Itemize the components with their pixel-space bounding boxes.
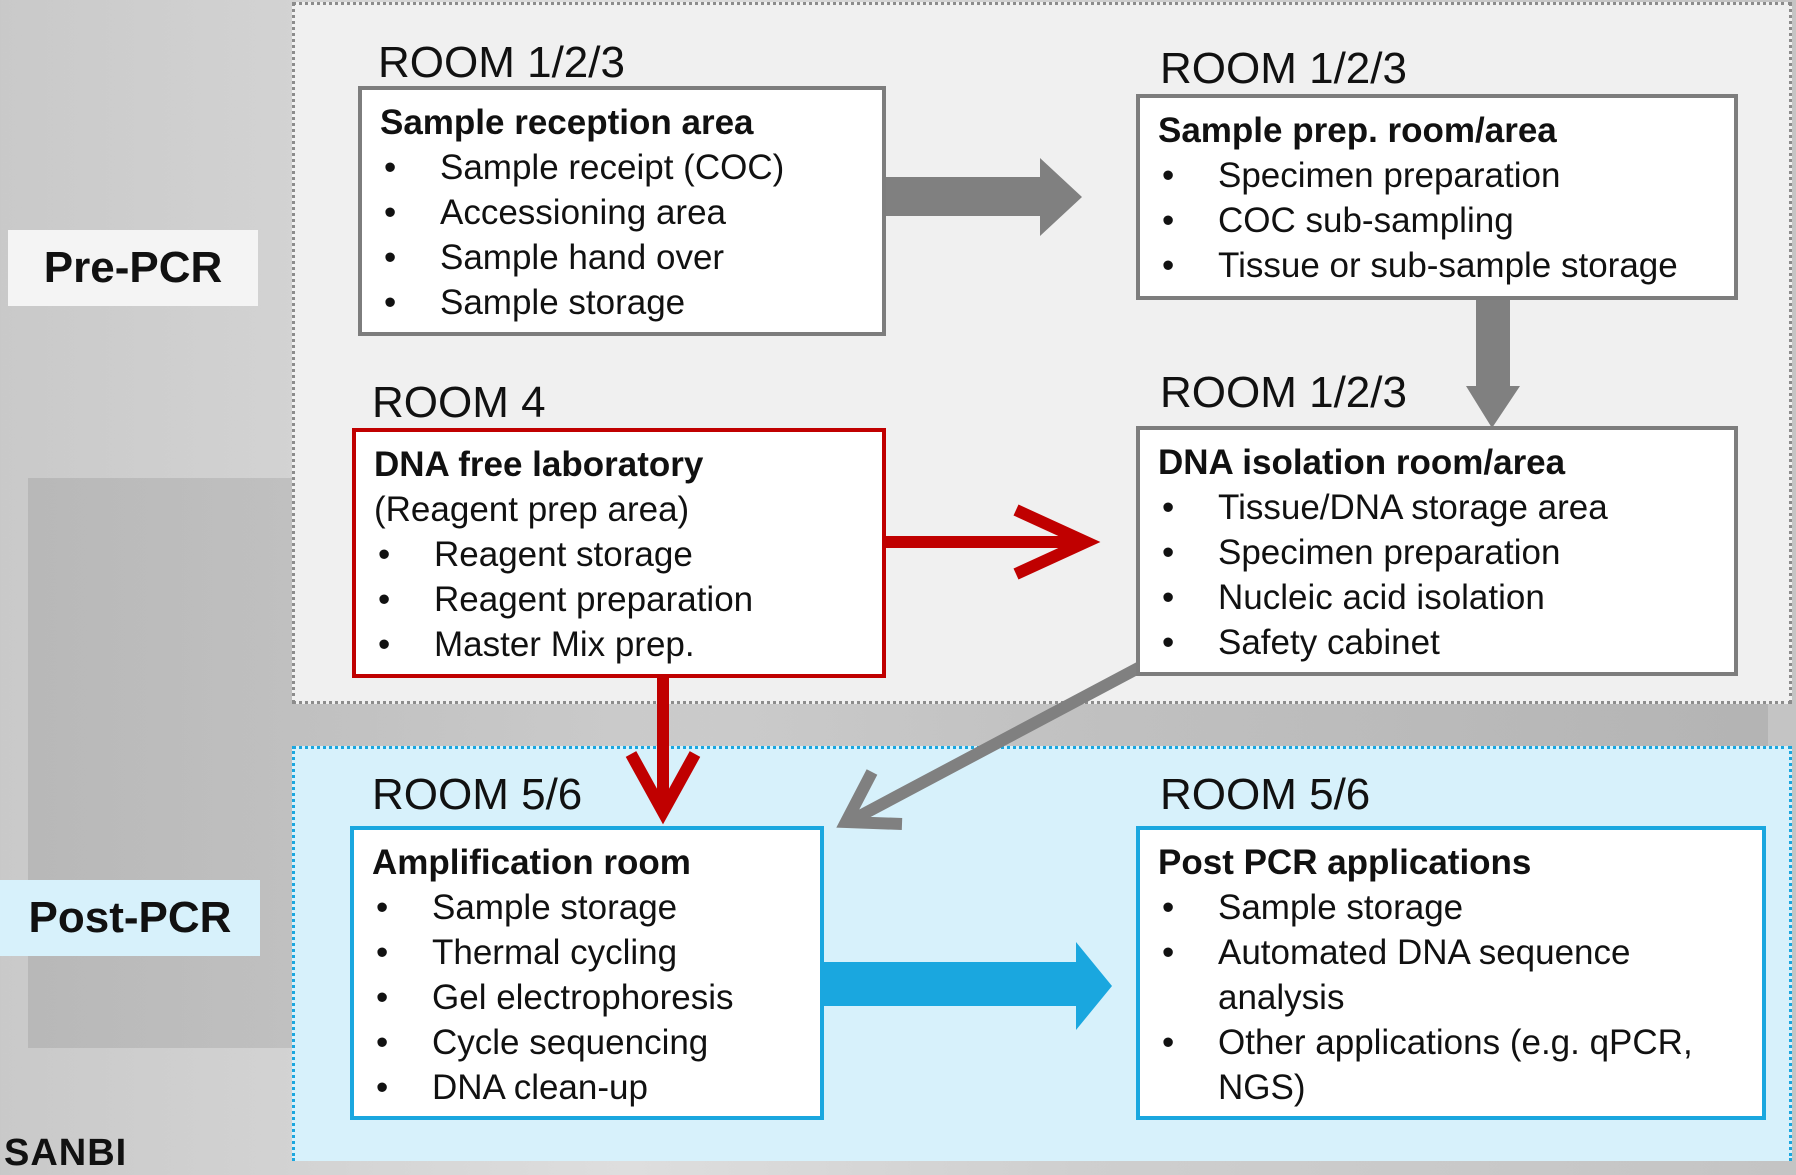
box-title: Sample prep. room/area [1158, 111, 1557, 150]
list-item: DNA clean-up [372, 1065, 802, 1110]
list-item: Automated DNA sequence analysis [1158, 930, 1744, 1020]
box-note: (Reagent prep area) [374, 490, 690, 529]
box-title: Sample reception area [380, 103, 754, 142]
list-item: Master Mix prep. [374, 622, 864, 667]
list-item: Cycle sequencing [372, 1020, 802, 1065]
list-item: Thermal cycling [372, 930, 802, 975]
list-item: Other applications (e.g. qPCR, NGS) [1158, 1020, 1744, 1110]
pre-pcr-label: Pre-PCR [8, 230, 258, 306]
list-item: COC sub-sampling [1158, 198, 1716, 243]
sample-reception-box: Sample reception area Sample receipt (CO… [358, 86, 886, 336]
box-title: Post PCR applications [1158, 843, 1532, 882]
arrow-dnafree-to-isolation [884, 504, 1101, 580]
room-label-isolation: ROOM 1/2/3 [1160, 368, 1407, 417]
list-item: Sample storage [372, 885, 802, 930]
arrow-dnafree-to-amplification [625, 674, 701, 825]
room-label-prep: ROOM 1/2/3 [1160, 44, 1407, 93]
list-item: Sample storage [1158, 885, 1744, 930]
sanbi-logo: SANBI [4, 1132, 128, 1174]
list-item: Sample receipt (COC) [380, 145, 864, 190]
list-item: Specimen preparation [1158, 530, 1716, 575]
item-list: Sample receipt (COC) Accessioning area S… [380, 145, 864, 325]
room-label-postpcr: ROOM 5/6 [1160, 770, 1371, 819]
amplification-room-box: Amplification room Sample storage Therma… [350, 826, 824, 1120]
item-list: Reagent storage Reagent preparation Mast… [374, 532, 864, 667]
arrow-reception-to-prep [884, 158, 1082, 236]
list-item: Tissue or sub-sample storage [1158, 243, 1716, 288]
list-item: Tissue/DNA storage area [1158, 485, 1716, 530]
item-list: Tissue/DNA storage area Specimen prepara… [1158, 485, 1716, 665]
list-item: Gel electrophoresis [372, 975, 802, 1020]
list-item: Reagent preparation [374, 577, 864, 622]
box-title: DNA free laboratory [374, 445, 704, 484]
list-item: Sample storage [380, 280, 864, 325]
post-pcr-applications-box: Post PCR applications Sample storage Aut… [1136, 826, 1766, 1120]
list-item: Accessioning area [380, 190, 864, 235]
room-label-dnafree: ROOM 4 [372, 378, 546, 427]
item-list: Specimen preparation COC sub-sampling Ti… [1158, 153, 1716, 288]
post-pcr-label: Post-PCR [0, 880, 260, 956]
room-label-amplification: ROOM 5/6 [372, 770, 583, 819]
list-item: Safety cabinet [1158, 620, 1716, 665]
list-item: Nucleic acid isolation [1158, 575, 1716, 620]
item-list: Sample storage Automated DNA sequence an… [1158, 885, 1744, 1110]
box-title: Amplification room [372, 843, 691, 882]
dna-free-lab-box: DNA free laboratory (Reagent prep area) … [352, 428, 886, 678]
list-item: Reagent storage [374, 532, 864, 577]
arrow-amplification-to-post [820, 942, 1112, 1030]
room-label-reception: ROOM 1/2/3 [378, 38, 625, 87]
arrow-isolation-to-amplification [836, 660, 1145, 830]
list-item: Sample hand over [380, 235, 864, 280]
box-title: DNA isolation room/area [1158, 443, 1566, 482]
dna-isolation-box: DNA isolation room/area Tissue/DNA stora… [1136, 426, 1738, 676]
arrow-prep-to-isolation [1466, 298, 1520, 428]
sample-prep-box: Sample prep. room/area Specimen preparat… [1136, 94, 1738, 300]
item-list: Sample storage Thermal cycling Gel elect… [372, 885, 802, 1110]
list-item: Specimen preparation [1158, 153, 1716, 198]
